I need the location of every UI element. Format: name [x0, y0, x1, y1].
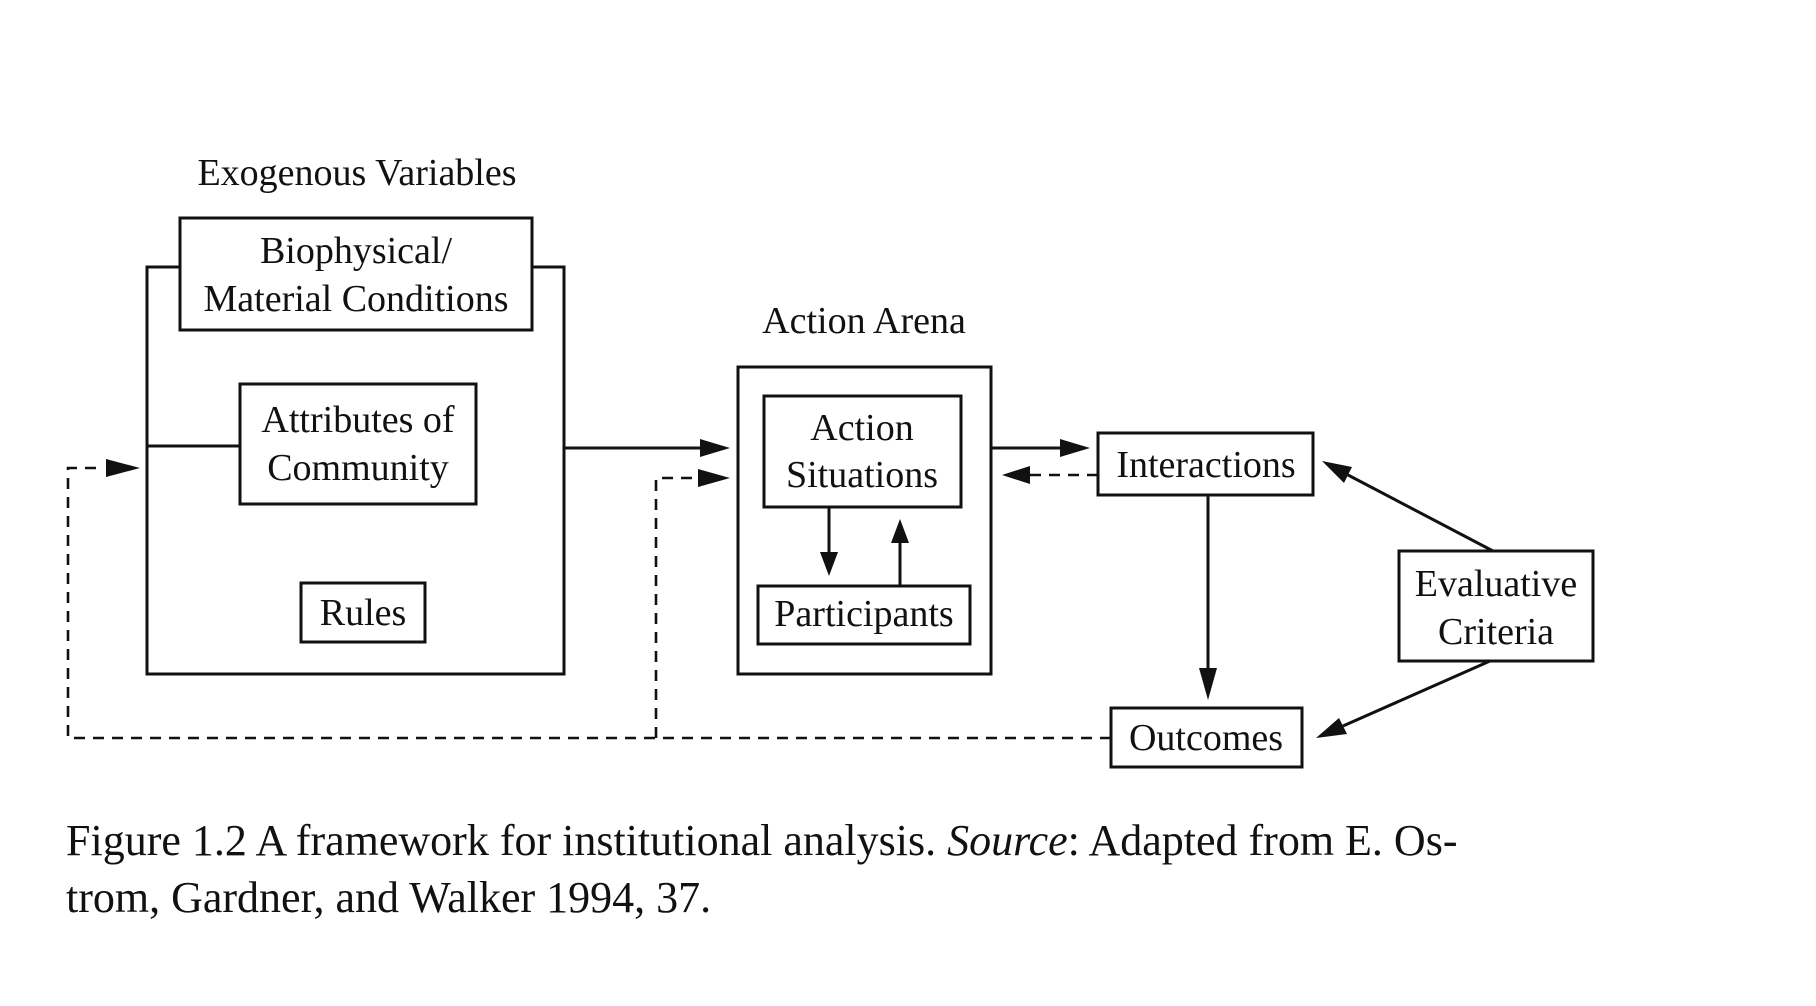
- action-situations-line1: Action: [810, 407, 913, 449]
- arena-to-interactions-arrowhead: [1060, 439, 1090, 457]
- biophysical-conditions-box: [178, 216, 534, 332]
- rules-label: Rules: [320, 592, 407, 634]
- biophysical-label-line2: Material Conditions: [203, 278, 508, 320]
- exogenous-variables-title: Exogenous Variables: [197, 152, 516, 194]
- action-arena-title: Action Arena: [762, 300, 966, 342]
- situations-to-participants-arrowhead: [820, 552, 838, 576]
- action-situations-box: [762, 394, 963, 509]
- participants-box: [756, 584, 972, 646]
- caption-line2: trom, Gardner, and Walker 1994, 37.: [66, 873, 712, 922]
- caption-lead: Figure 1.2 A framework for institutional…: [66, 816, 948, 865]
- action-arena-frame: [736, 365, 993, 676]
- action-arena-group: Action Arena Action Situations Participa…: [736, 300, 993, 676]
- interactions-box: [1096, 431, 1315, 497]
- caption-source-label: Source: [947, 816, 1068, 865]
- outcomes-label: Outcomes: [1129, 717, 1283, 759]
- outcomes-box: [1109, 706, 1304, 769]
- evaluative-criteria-line2: Criteria: [1438, 611, 1554, 653]
- outcomes-feedback-dashed-path: [66, 466, 1111, 740]
- caption-line1-rest: : Adapted from E. Os-: [1067, 816, 1458, 865]
- exogenous-to-arena-arrowhead: [700, 439, 730, 457]
- biophysical-label-line1: Biophysical/: [260, 230, 453, 272]
- evaluative-criteria-line1: Evaluative: [1415, 563, 1577, 605]
- rules-box: [299, 581, 427, 644]
- criteria-to-interactions-line: [1347, 473, 1494, 553]
- attributes-label-line1: Attributes of: [261, 399, 454, 441]
- exogenous-variables-group: Exogenous Variables Biophysical/ Materia…: [145, 152, 566, 676]
- outcomes-to-arena-dashed-path: [654, 476, 698, 738]
- outcomes-to-arena-arrowhead: [698, 469, 730, 487]
- interactions-to-outcomes-arrowhead: [1199, 668, 1217, 700]
- evaluative-criteria-box: [1397, 549, 1595, 663]
- criteria-to-interactions-arrowhead: [1322, 461, 1352, 483]
- figure-caption: Figure 1.2 A framework for institutional…: [66, 812, 1766, 926]
- criteria-to-outcomes-arrowhead: [1316, 718, 1347, 738]
- interactions-to-situations-arrowhead: [1002, 466, 1030, 484]
- participants-to-situations-arrowhead: [891, 519, 909, 543]
- participants-label: Participants: [774, 593, 953, 635]
- criteria-to-outcomes-line: [1342, 659, 1491, 728]
- action-situations-line2: Situations: [786, 454, 938, 496]
- outcomes-to-exogenous-arrowhead: [106, 459, 140, 477]
- exogenous-frame: [145, 265, 566, 676]
- interactions-label: Interactions: [1116, 444, 1295, 486]
- attributes-of-community-box: [238, 382, 478, 506]
- attributes-label-line2: Community: [267, 447, 449, 489]
